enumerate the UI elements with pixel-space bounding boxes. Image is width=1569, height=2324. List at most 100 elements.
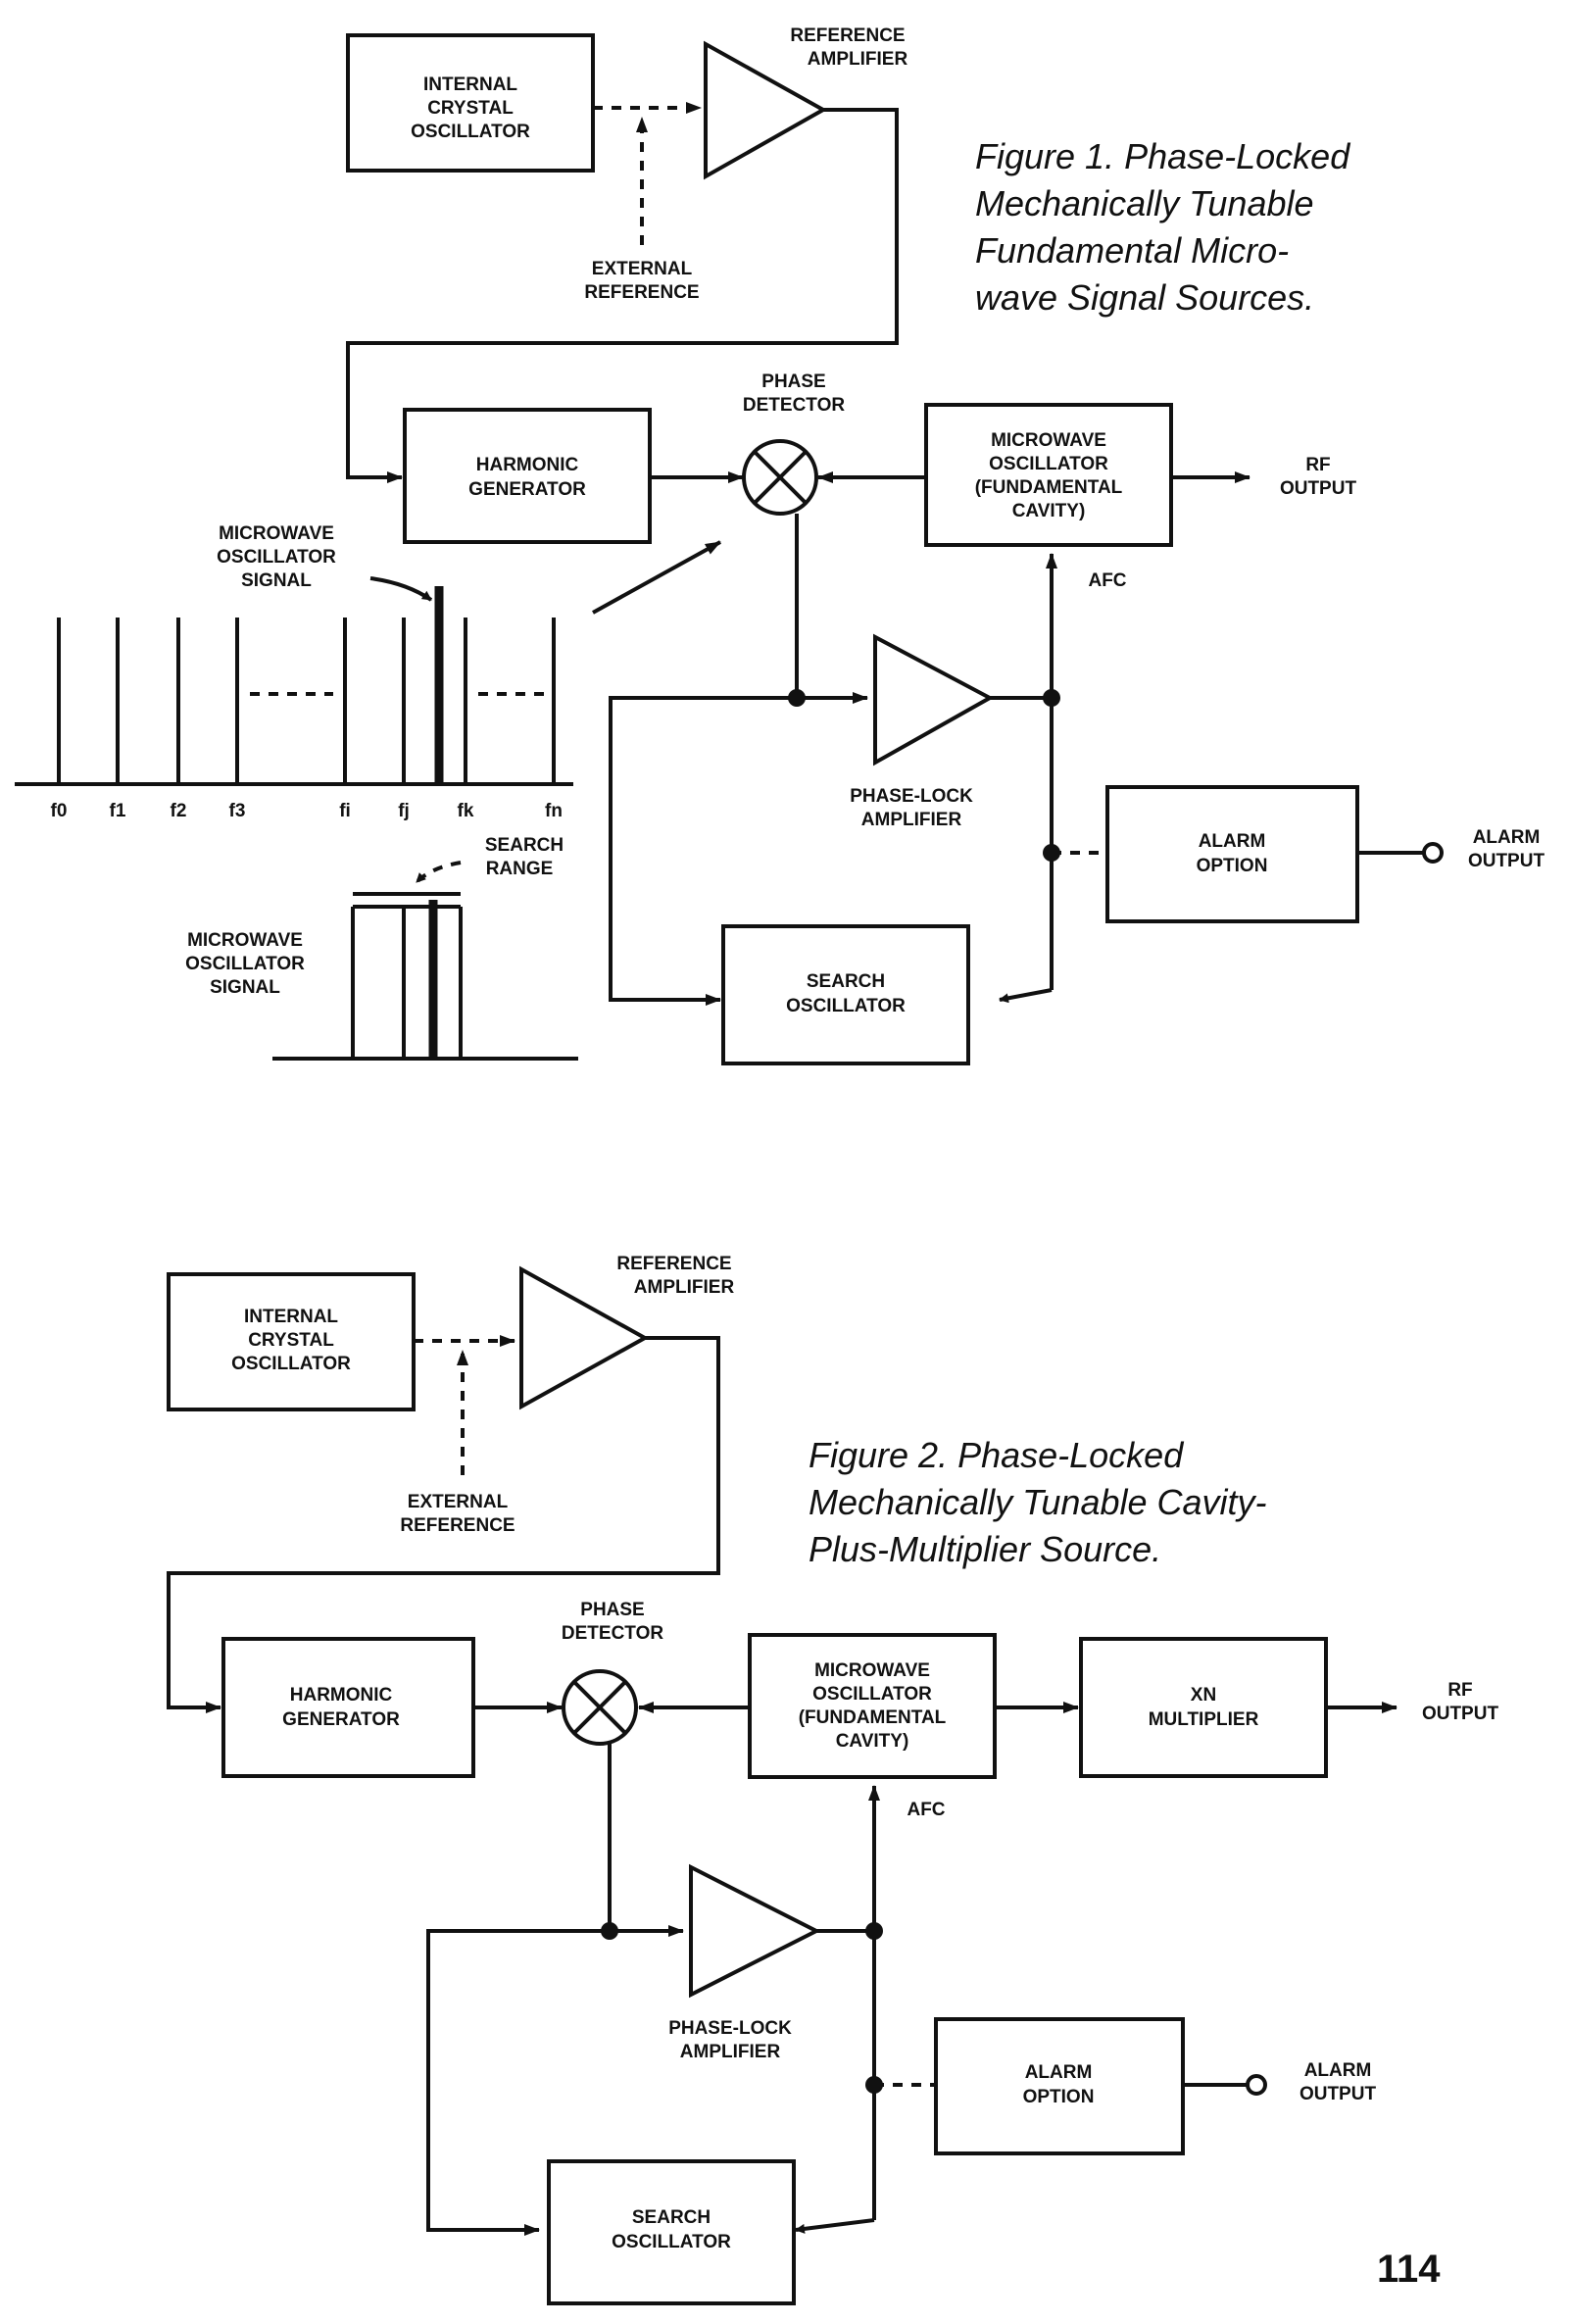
afc-label: AFC (907, 1800, 945, 1820)
caption-line: Figure 2. Phase-Locked (809, 1435, 1184, 1475)
phase-lock-amplifier-label: AMPLIFIER (680, 2042, 781, 2062)
spectrum-signal-label: MICROWAVE (219, 523, 334, 544)
phase-lock-amplifier-triangle (689, 1863, 821, 1999)
search-signal-label: SIGNAL (210, 977, 280, 998)
alarm-output-label: OUTPUT (1468, 851, 1545, 871)
external-reference-label: EXTERNAL (408, 1492, 509, 1512)
phase-detector-mixer (562, 1669, 638, 1746)
alarm-output-label: OUTPUT (1299, 2084, 1377, 2104)
rf-output-label: RF (1447, 1680, 1472, 1701)
signal-pointer-arrow (369, 576, 433, 602)
search-range-label: SEARCH (485, 835, 564, 856)
spectrum-signal-label: SIGNAL (241, 570, 312, 591)
rf-output-label: RF (1305, 455, 1330, 475)
microwave-oscillator-block: MICROWAVE OSCILLATOR (FUNDAMENTAL CAVITY… (924, 403, 1173, 547)
alarm-option-block: ALARM OPTION (1105, 785, 1359, 923)
phase-lock-amplifier-triangle (873, 633, 995, 766)
label: OPTION (1023, 2087, 1095, 2107)
microwave-oscillator-block: MICROWAVE OSCILLATOR (FUNDAMENTAL CAVITY… (748, 1633, 997, 1779)
afc-label: AFC (1088, 570, 1126, 591)
search-to-afc-line (999, 988, 1053, 1004)
internal-crystal-oscillator-block: INTERNAL CRYSTAL OSCILLATOR (167, 1272, 416, 1411)
reference-amplifier-triangle (704, 40, 828, 180)
label: MICROWAVE (991, 430, 1106, 451)
harmonic-generator-block: HARMONIC GENERATOR (403, 408, 652, 544)
frequency-label: fi (339, 801, 351, 821)
rf-output-label: OUTPUT (1280, 478, 1357, 499)
junction-dot (865, 1922, 883, 1940)
caption-line: Fundamental Micro- (975, 230, 1289, 271)
caption-line: Plus-Multiplier Source. (809, 1529, 1161, 1569)
label: OSCILLATOR (812, 1684, 932, 1705)
figure-2-caption: Figure 2. Phase-Locked Mechanically Tuna… (809, 1435, 1267, 1569)
label: (FUNDAMENTAL (975, 477, 1123, 498)
search-signal-label: OSCILLATOR (185, 954, 305, 974)
caption-line: Figure 1. Phase-Locked (975, 136, 1350, 176)
figure-1-caption: Figure 1. Phase-Locked Mechanically Tuna… (975, 136, 1350, 318)
phase-detector-label: PHASE (580, 1600, 644, 1620)
rf-output-label: OUTPUT (1422, 1704, 1499, 1724)
caption-line: Mechanically Tunable (975, 183, 1314, 223)
loop-to-search-line (426, 1929, 610, 2236)
alarm-output-terminal (1422, 842, 1444, 864)
phase-lock-amplifier-label: AMPLIFIER (861, 810, 962, 830)
label: (FUNDAMENTAL (799, 1707, 947, 1728)
label: OSCILLATOR (231, 1354, 351, 1374)
phase-detector-label: PHASE (761, 371, 825, 392)
external-reference-label: REFERENCE (584, 282, 699, 303)
reference-to-harmonic-line (346, 108, 899, 483)
label: OSCILLATOR (786, 996, 906, 1016)
phase-lock-amplifier-label: PHASE-LOCK (850, 786, 973, 807)
search-oscillator-block: SEARCH OSCILLATOR (721, 924, 970, 1065)
reference-amplifier-label: AMPLIFIER (634, 1277, 735, 1298)
search-range-pointer (415, 861, 462, 884)
caption-line: Mechanically Tunable Cavity- (809, 1482, 1267, 1522)
reference-amplifier-triangle (519, 1265, 650, 1410)
label: MICROWAVE (814, 1660, 930, 1681)
search-oscillator-block: SEARCH OSCILLATOR (547, 2159, 796, 2305)
search-range-plot: SEARCH RANGE MICROWAVE OSCILLATOR SIGNAL (185, 835, 578, 1061)
page-number: 114 (1377, 2248, 1441, 2291)
reference-amplifier-label: AMPLIFIER (808, 49, 908, 70)
label: INTERNAL (244, 1307, 338, 1327)
phase-detector-label: DETECTOR (562, 1623, 663, 1644)
reference-amplifier-label: REFERENCE (790, 25, 905, 46)
external-reference-label: EXTERNAL (592, 259, 693, 279)
label: GENERATOR (468, 479, 586, 500)
label: XN (1191, 1685, 1216, 1706)
junction-dot (1043, 689, 1060, 707)
label: OSCILLATOR (411, 122, 530, 142)
label: ALARM (1199, 831, 1266, 852)
search-to-afc-line (795, 2218, 875, 2234)
alarm-option-block: ALARM OPTION (934, 2017, 1185, 2155)
frequency-label: fn (545, 801, 563, 821)
loop-to-search-line (609, 696, 797, 1006)
frequency-label: fk (458, 801, 474, 821)
label: ALARM (1025, 2062, 1093, 2083)
frequency-label: f3 (229, 801, 246, 821)
phase-detector-mixer (742, 439, 818, 516)
frequency-label: fj (398, 801, 410, 821)
label: CAVITY) (836, 1731, 909, 1752)
junction-dot (601, 1922, 618, 1940)
frequency-label: f0 (51, 801, 68, 821)
external-reference-label: REFERENCE (400, 1515, 515, 1536)
harmonic-generator-block: HARMONIC GENERATOR (221, 1637, 475, 1778)
frequency-label: f1 (110, 801, 126, 821)
spectrum-pointer-arrow (592, 540, 721, 615)
label: SEARCH (807, 971, 885, 992)
label: HARMONIC (290, 1685, 393, 1706)
phase-lock-amplifier-label: PHASE-LOCK (668, 2018, 792, 2039)
reference-to-harmonic-line (167, 1336, 720, 1713)
alarm-output-terminal (1246, 2074, 1267, 2096)
spectrum-signal-label: OSCILLATOR (217, 547, 336, 568)
internal-crystal-oscillator-block: INTERNAL CRYSTAL OSCILLATOR (346, 33, 595, 173)
reference-amplifier-label: REFERENCE (616, 1254, 731, 1274)
label: OSCILLATOR (989, 454, 1108, 474)
harmonic-spectrum: f0 f1 f2 f3 fi fj fk fn MICROWAVE OSCILL… (15, 523, 573, 821)
label: MULTIPLIER (1149, 1709, 1259, 1730)
phase-detector-label: DETECTOR (743, 395, 845, 416)
label: OPTION (1197, 856, 1268, 876)
